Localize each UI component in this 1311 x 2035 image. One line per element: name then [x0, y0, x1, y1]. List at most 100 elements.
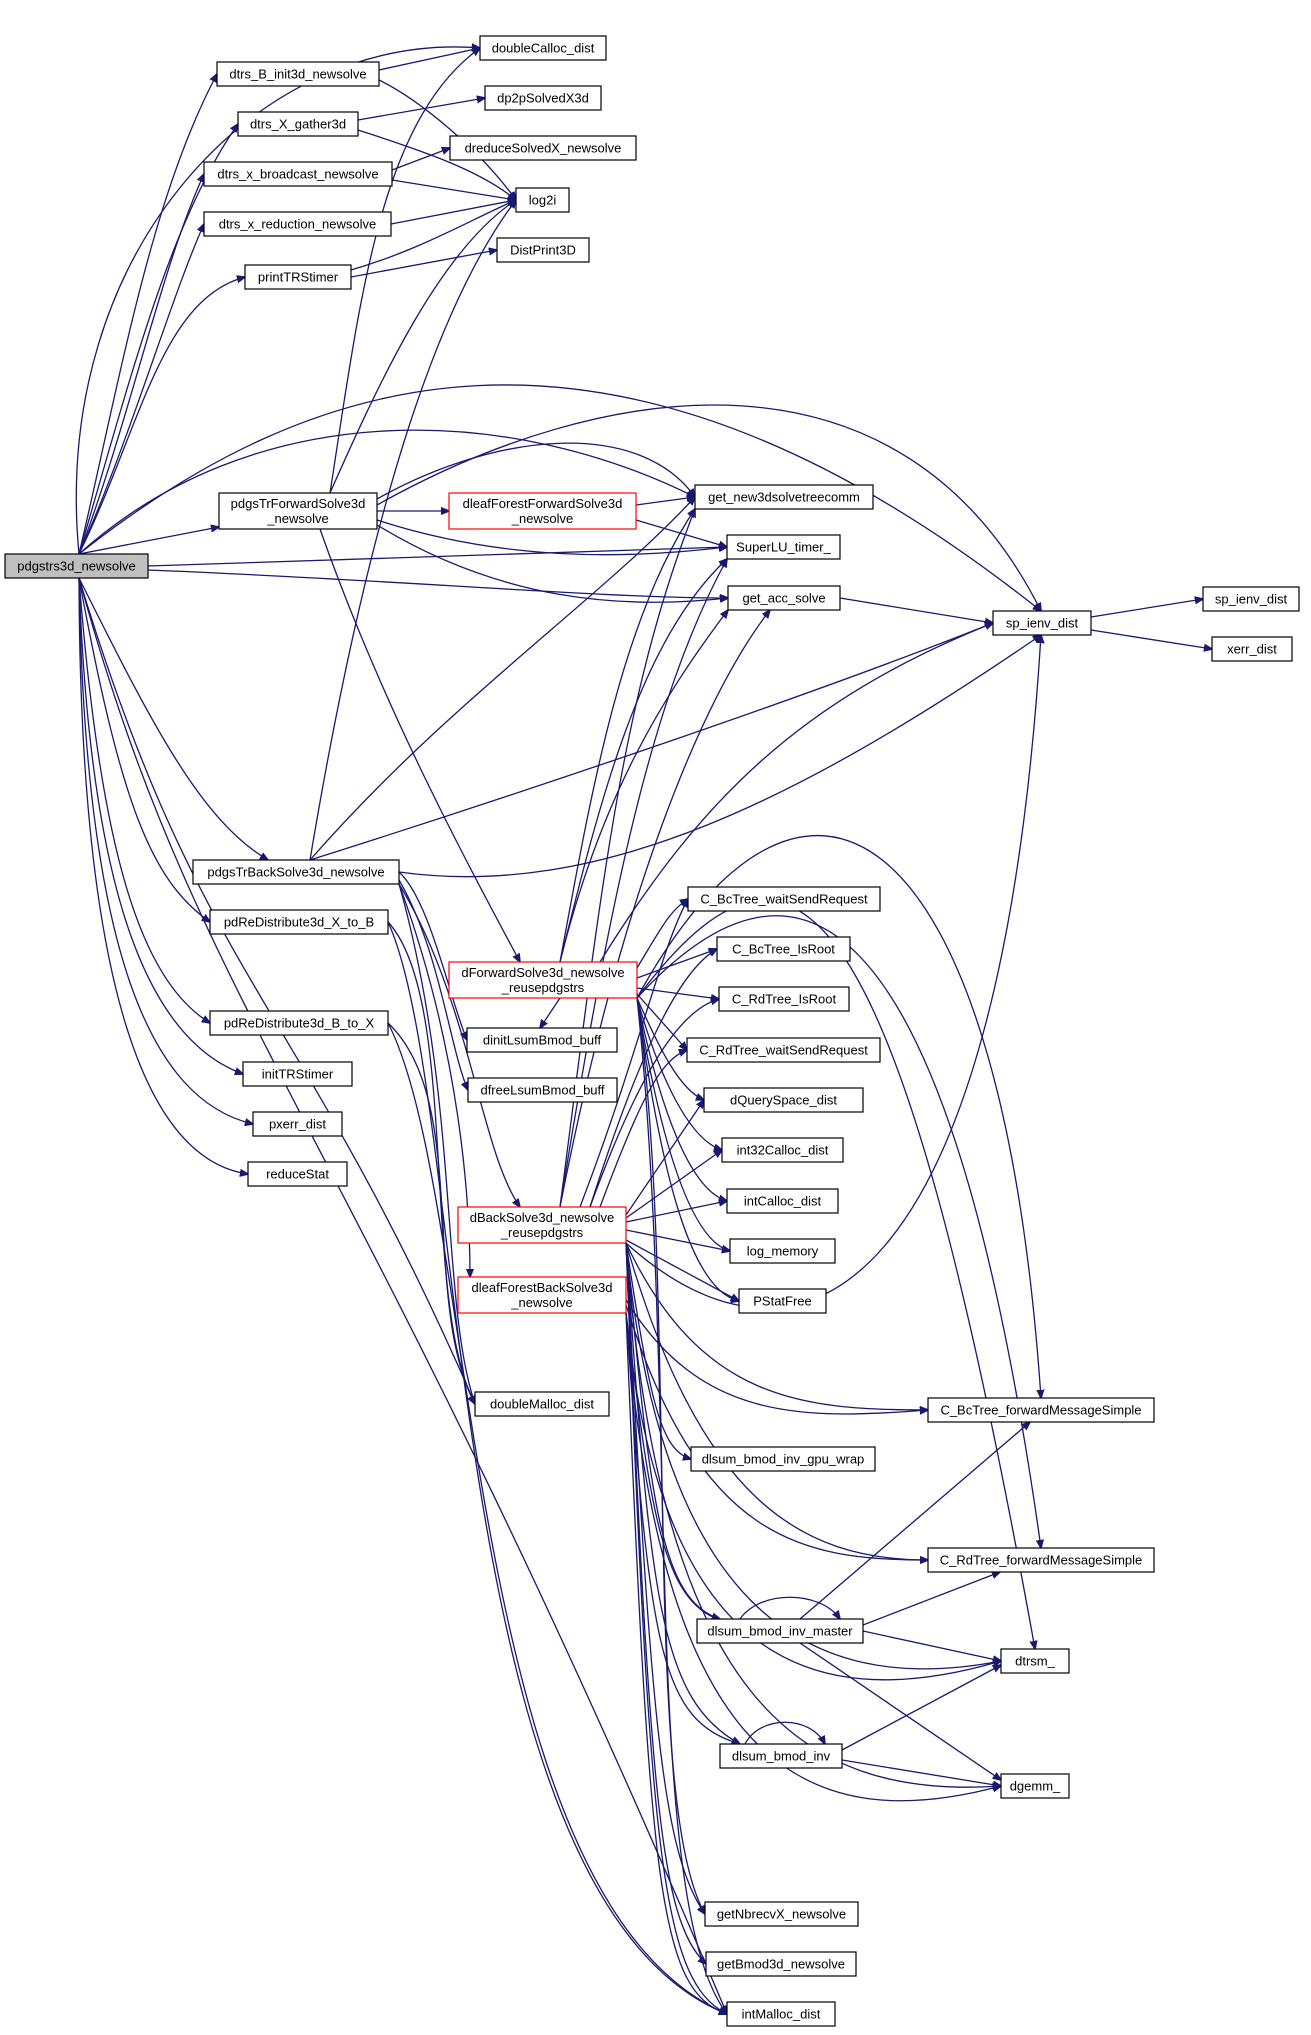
edge-path [78, 577, 248, 1174]
function-node-back3d[interactable]: pdgsTrBackSolve3d_newsolve [192, 859, 400, 885]
function-node-bcWait[interactable]: C_BcTree_waitSendRequest [687, 886, 881, 912]
node-box [449, 135, 637, 161]
function-node-dlsumGpu[interactable]: dlsum_bmod_inv_gpu_wrap [690, 1446, 876, 1472]
call-edge-dFwdReuse-to-timer [559, 559, 727, 963]
function-node-dleafBack[interactable]: dleafForestBackSolve3d_newsolve [457, 1276, 627, 1314]
function-node-distPrint[interactable]: DistPrint3D [496, 237, 590, 263]
function-node-dtrsm[interactable]: dtrsm_ [1000, 1648, 1070, 1674]
edge-path [391, 179, 516, 200]
call-edge-dBackReuse-to-getNbrecv [625, 1242, 705, 1914]
call-edge-back3d-to-spIenv [398, 635, 1041, 878]
function-node-log2i[interactable]: log2i [515, 187, 570, 213]
call-edge-reBX-to-dMalloc [387, 1022, 475, 1404]
function-node-getAcc[interactable]: get_acc_solve [727, 585, 841, 611]
function-node-bcRoot[interactable]: C_BcTree_IsRoot [716, 936, 851, 962]
function-node-getComm[interactable]: get_new3dsolvetreecomm [694, 484, 874, 510]
node-label: doubleCalloc_dist [492, 41, 595, 56]
function-node-spIenv2[interactable]: sp_ienv_dist [1202, 586, 1300, 612]
function-node-dlsumMaster[interactable]: dlsum_bmod_inv_master [696, 1618, 864, 1644]
node-box [927, 1547, 1155, 1573]
function-node-initTR[interactable]: initTRStimer [242, 1061, 353, 1087]
function-node-getNbrecv[interactable]: getNbrecvX_newsolve [704, 1901, 859, 1927]
function-node-rdRoot[interactable]: C_RdTree_IsRoot [718, 986, 850, 1012]
node-box [479, 35, 607, 61]
call-edge-root-to-printTR [78, 277, 245, 555]
function-node-dFwdReuse[interactable]: dForwardSolve3d_newsolve_reusepdgstrs [448, 961, 638, 999]
edge-path [799, 1422, 1030, 1620]
function-node-reXB[interactable]: pdReDistribute3d_X_to_B [209, 909, 389, 935]
edge-path [841, 1759, 1001, 1786]
function-node-bcFwdMsg[interactable]: C_BcTree_forwardMessageSimple [927, 1397, 1155, 1423]
node-label: PStatFree [753, 1294, 812, 1309]
edge-path [579, 899, 688, 1208]
edge-path [398, 883, 475, 1404]
function-node-dtrsB[interactable]: dtrs_B_init3d_newsolve [216, 61, 380, 87]
function-node-dinitL[interactable]: dinitLsumBmod_buff [466, 1027, 618, 1053]
function-node-fwd3d[interactable]: pdgsTrForwardSolve3d_newsolve [218, 492, 378, 530]
call-edge-dlsumInv-to-dlsumInv [744, 1721, 825, 1744]
node-box [727, 585, 841, 611]
call-edge-back3d-to-spIenv [309, 623, 993, 861]
function-node-dtrsXb[interactable]: dtrs_x_broadcast_newsolve [203, 161, 393, 187]
call-edge-dFwdReuse-to-dQuery [636, 997, 704, 1100]
function-node-dMalloc[interactable]: doubleMalloc_dist [474, 1391, 610, 1417]
call-edge-printTR-to-distPrint [350, 250, 497, 278]
function-node-root[interactable]: pdgstrs3d_newsolve [4, 553, 149, 579]
function-node-dfreeL[interactable]: dfreeLsumBmod_buff [467, 1077, 618, 1103]
call-edge-dBackReuse-to-rdFwdMsg [625, 1242, 928, 1560]
function-node-reduceStat[interactable]: reduceStat [247, 1161, 348, 1187]
function-node-dCalloc[interactable]: doubleCalloc_dist [479, 35, 607, 61]
function-node-dQuery[interactable]: dQuerySpace_dist [703, 1087, 864, 1113]
function-node-reBX[interactable]: pdReDistribute3d_B_to_X [209, 1010, 389, 1036]
edge-path [350, 250, 497, 278]
call-edge-dleafBack-to-rdFwdMsg [625, 1304, 928, 1560]
call-edge-back3d-to-getComm [309, 497, 695, 861]
edge-path [376, 404, 1041, 611]
function-node-timer[interactable]: SuperLU_timer_ [726, 534, 841, 560]
function-node-dlsumInv[interactable]: dlsum_bmod_inv [719, 1743, 843, 1769]
function-node-logMem[interactable]: log_memory [729, 1238, 836, 1264]
call-edge-dFwdReuse-to-rdWait [636, 993, 687, 1050]
node-label: pdgsTrBackSolve3d_newsolve [207, 865, 384, 880]
call-edge-reXB-to-intMalloc [387, 921, 727, 2014]
function-node-i32Calloc[interactable]: int32Calloc_dist [721, 1137, 844, 1163]
node-label: _reusepdgstrs [500, 1225, 584, 1240]
node-box [716, 936, 851, 962]
function-node-spIenv[interactable]: sp_ienv_dist [992, 610, 1092, 636]
function-node-dBackReuse[interactable]: dBackSolve3d_newsolve_reusepdgstrs [457, 1206, 627, 1244]
function-node-intMalloc[interactable]: intMalloc_dist [726, 2001, 836, 2027]
edge-path [636, 997, 730, 1251]
function-node-printTR[interactable]: printTRStimer [244, 264, 352, 290]
edge-path [78, 124, 238, 555]
function-node-pstat[interactable]: PStatFree [738, 1288, 827, 1314]
node-box [244, 264, 352, 290]
edge-path [625, 1229, 730, 1251]
node-label: _newsolve [511, 511, 573, 526]
call-edge-dFwdReuse-to-bcFwdMsg [636, 835, 1041, 1398]
function-node-pxerr[interactable]: pxerr_dist [252, 1111, 343, 1137]
call-edge-spIenv-to-xerr [1090, 629, 1212, 649]
edge-path [625, 1304, 928, 1560]
node-box [496, 237, 590, 263]
function-node-dgemm[interactable]: dgemm_ [1000, 1773, 1070, 1799]
function-node-dtrsX[interactable]: dtrs_X_gather3d [237, 111, 359, 137]
function-node-dreduce[interactable]: dreduceSolvedX_newsolve [449, 135, 637, 161]
function-node-xerr[interactable]: xerr_dist [1211, 636, 1293, 662]
node-box [992, 610, 1092, 636]
edge-path [625, 1312, 727, 2014]
function-node-dp2p[interactable]: dp2pSolvedX3d [484, 85, 602, 111]
node-box [474, 1391, 610, 1417]
function-node-getBmod[interactable]: getBmod3d_newsolve [705, 1951, 857, 1977]
edge-path [636, 997, 704, 1100]
edge-path [78, 577, 475, 1404]
function-node-dleafFwd[interactable]: dleafForestForwardSolve3d_newsolve [448, 492, 637, 530]
call-edge-dlsumMaster-to-bcFwdMsg [799, 1422, 1030, 1620]
function-node-rdWait[interactable]: C_RdTree_waitSendRequest [686, 1037, 881, 1063]
edge-path [862, 1572, 1000, 1626]
function-node-rdFwdMsg[interactable]: C_RdTree_forwardMessageSimple [927, 1547, 1155, 1573]
function-node-intCalloc[interactable]: intCalloc_dist [726, 1188, 839, 1214]
node-box [209, 909, 389, 935]
function-node-dtrsXr[interactable]: dtrs_x_reduction_newsolve [203, 211, 392, 237]
edge-path [559, 610, 728, 963]
